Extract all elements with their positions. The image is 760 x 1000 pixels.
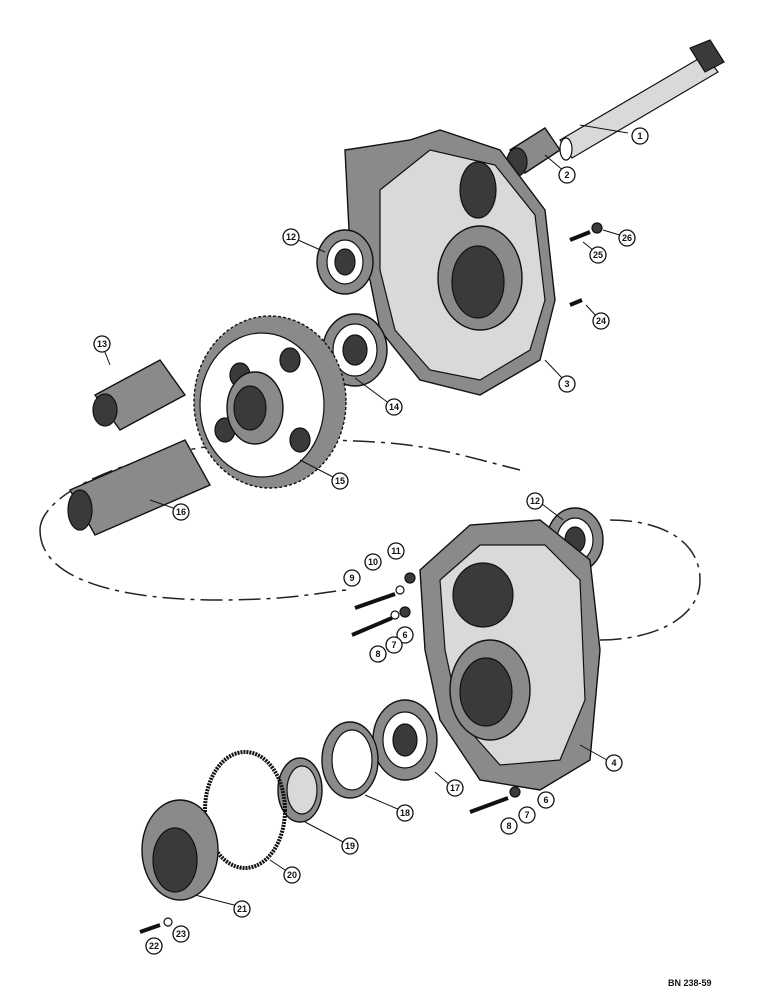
upper-housing: [344, 129, 556, 396]
svg-text:8: 8: [375, 649, 380, 659]
bearing-17: [372, 699, 438, 781]
svg-text:13: 13: [97, 339, 107, 349]
callout-18: 18: [396, 804, 414, 822]
callout-22: 22: [145, 937, 163, 955]
svg-text:9: 9: [349, 573, 354, 583]
svg-text:1: 1: [637, 131, 642, 141]
svg-text:6: 6: [543, 795, 548, 805]
callout-13: 13: [93, 335, 111, 353]
pinion-shaft: [92, 359, 187, 431]
figure-code: BN 238-59: [668, 978, 712, 988]
svg-text:6: 6: [402, 630, 407, 640]
group-boundary-right: [599, 519, 701, 641]
svg-text:14: 14: [389, 402, 399, 412]
callout-3: 3: [558, 375, 576, 393]
svg-text:7: 7: [524, 810, 529, 820]
callout-10: 10: [364, 553, 382, 571]
svg-text:18: 18: [400, 808, 410, 818]
callout-11: 11: [387, 542, 405, 560]
svg-text:24: 24: [596, 316, 606, 326]
spacer-ring: [277, 757, 323, 823]
splined-shaft: [559, 39, 725, 161]
callout-9-upper: 9: [343, 569, 361, 587]
callout-16: 16: [172, 503, 190, 521]
svg-text:21: 21: [237, 904, 247, 914]
callout-12-upper: 12: [282, 228, 300, 246]
callout-21: 21: [233, 900, 251, 918]
svg-text:23: 23: [176, 929, 186, 939]
callout-20: 20: [283, 866, 301, 884]
group-boundary-lower: [39, 529, 351, 601]
large-gear: [193, 315, 347, 489]
bearing-upper: [316, 229, 374, 295]
callout-19: 19: [341, 837, 359, 855]
svg-text:4: 4: [611, 758, 616, 768]
callout-17: 17: [446, 779, 464, 797]
svg-text:12: 12: [530, 496, 540, 506]
svg-text:26: 26: [622, 233, 632, 243]
svg-text:16: 16: [176, 507, 186, 517]
bearing-cover: [141, 799, 219, 901]
callout-7-upper: 7: [385, 636, 403, 654]
svg-text:2: 2: [564, 170, 569, 180]
lower-housing: [419, 519, 601, 791]
bearing-14: [322, 313, 388, 387]
svg-text:11: 11: [391, 546, 401, 556]
svg-text:20: 20: [287, 870, 297, 880]
callout-1: 1: [631, 127, 649, 145]
svg-text:25: 25: [593, 250, 603, 260]
gasket: [203, 750, 287, 870]
svg-text:22: 22: [149, 941, 159, 951]
callout-23: 23: [172, 925, 190, 943]
callout-8-lower: 8: [500, 817, 518, 835]
callout-26: 26: [618, 229, 636, 247]
callout-6-upper: 6: [396, 626, 414, 644]
svg-text:8: 8: [506, 821, 511, 831]
bearing-cup: [321, 721, 379, 799]
svg-text:15: 15: [335, 476, 345, 486]
svg-text:12: 12: [286, 232, 296, 242]
callout-24: 24: [592, 312, 610, 330]
callout-12-lower: 12: [526, 492, 544, 510]
callout-14: 14: [385, 398, 403, 416]
callout-15: 15: [331, 472, 349, 490]
svg-text:17: 17: [450, 783, 460, 793]
callout-25: 25: [589, 246, 607, 264]
svg-text:3: 3: [564, 379, 569, 389]
callout-8-upper: 8: [369, 645, 387, 663]
callout-2: 2: [558, 166, 576, 184]
svg-text:7: 7: [391, 640, 396, 650]
svg-text:10: 10: [368, 557, 378, 567]
callout-4: 4: [605, 754, 623, 772]
bolts: [139, 222, 603, 934]
callout-6-lower: 6: [537, 791, 555, 809]
output-shaft: [67, 439, 211, 536]
svg-text:19: 19: [345, 841, 355, 851]
callout-7-lower: 7: [518, 806, 536, 824]
